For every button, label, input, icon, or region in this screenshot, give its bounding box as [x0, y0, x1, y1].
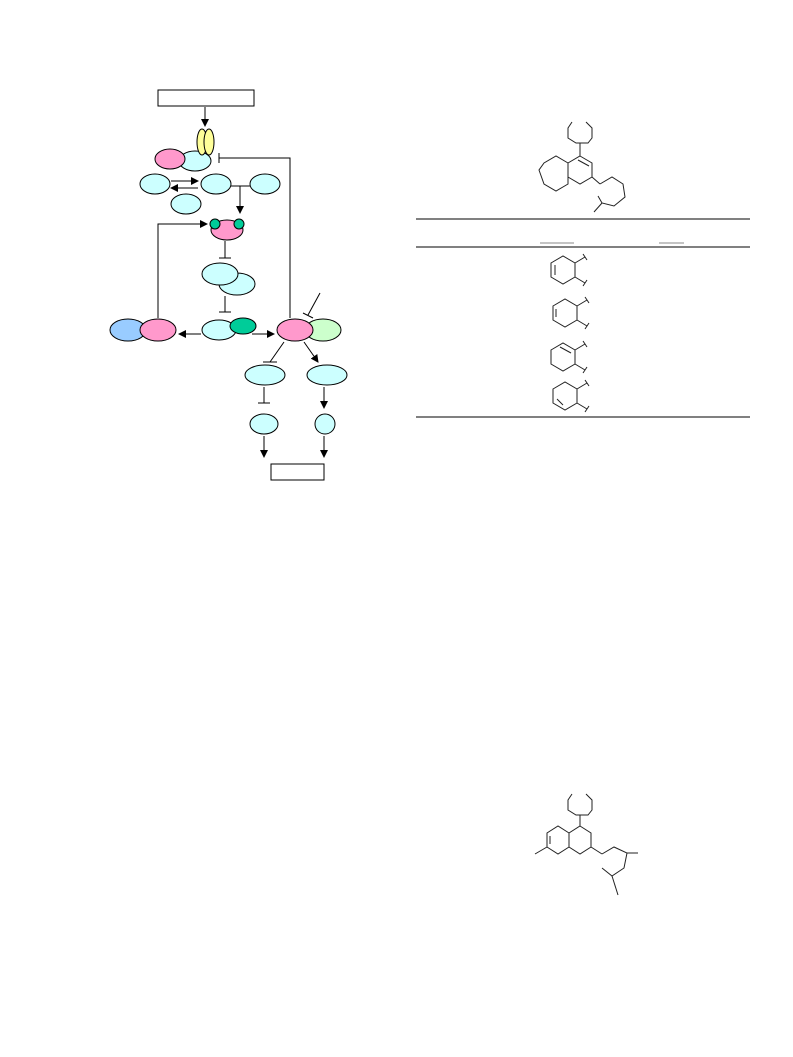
effector-node-right	[314, 413, 336, 435]
substituent-structure-1	[550, 253, 588, 287]
node-right-a	[249, 173, 281, 195]
gtp-bound-marker	[229, 317, 257, 335]
top-ring-2	[567, 793, 593, 816]
double-bond-a	[577, 159, 590, 167]
phospho-site-right	[233, 218, 245, 230]
compound-table	[416, 218, 750, 418]
activation-arrow-right	[303, 341, 319, 363]
signaling-pathway-diagram	[109, 89, 348, 481]
side-bond	[591, 176, 601, 185]
downstream-node-left	[244, 364, 286, 386]
pyrimidine-ring-2	[568, 825, 592, 855]
phospho-site-left	[209, 218, 221, 230]
methyl-bond	[593, 202, 603, 213]
receptor-kinase-node	[154, 148, 186, 170]
cyclohexane-ring	[538, 155, 569, 192]
receptor-subunit-right	[203, 128, 215, 156]
node-left-b	[170, 193, 202, 215]
top-ring	[567, 121, 593, 144]
node-left-a	[139, 173, 171, 195]
feedback-activation-line	[157, 220, 208, 318]
effector-kinase-node	[139, 318, 177, 342]
dimethylpiperidine-ring	[601, 846, 628, 877]
piperidine-ring	[597, 176, 626, 207]
drug-inhibition-line	[307, 292, 321, 316]
scaffold-structure-1	[538, 121, 626, 213]
complex-node-front	[201, 262, 239, 286]
drug-inhibition-bar	[302, 312, 314, 319]
node-center-a	[200, 173, 232, 195]
downstream-node-right	[306, 364, 348, 386]
stimulus-box	[157, 89, 255, 107]
substituent-structure-4	[552, 379, 590, 413]
effector-node-left	[249, 413, 279, 435]
side-bond-2	[590, 846, 603, 855]
scaffold-structure-2	[534, 793, 638, 896]
methyl-bond-bottom	[611, 875, 619, 896]
methyl-bond-left	[534, 846, 548, 855]
feedback-inhibition-line	[219, 157, 291, 318]
inhibition-line-3	[269, 341, 285, 363]
substituent-structure-3	[550, 340, 588, 374]
benzo-ring-2	[546, 825, 570, 855]
output-box	[270, 463, 325, 481]
pyrimidine-ring	[567, 155, 593, 185]
hub-kinase-node	[276, 318, 314, 342]
substituent-structure-2	[552, 296, 590, 330]
